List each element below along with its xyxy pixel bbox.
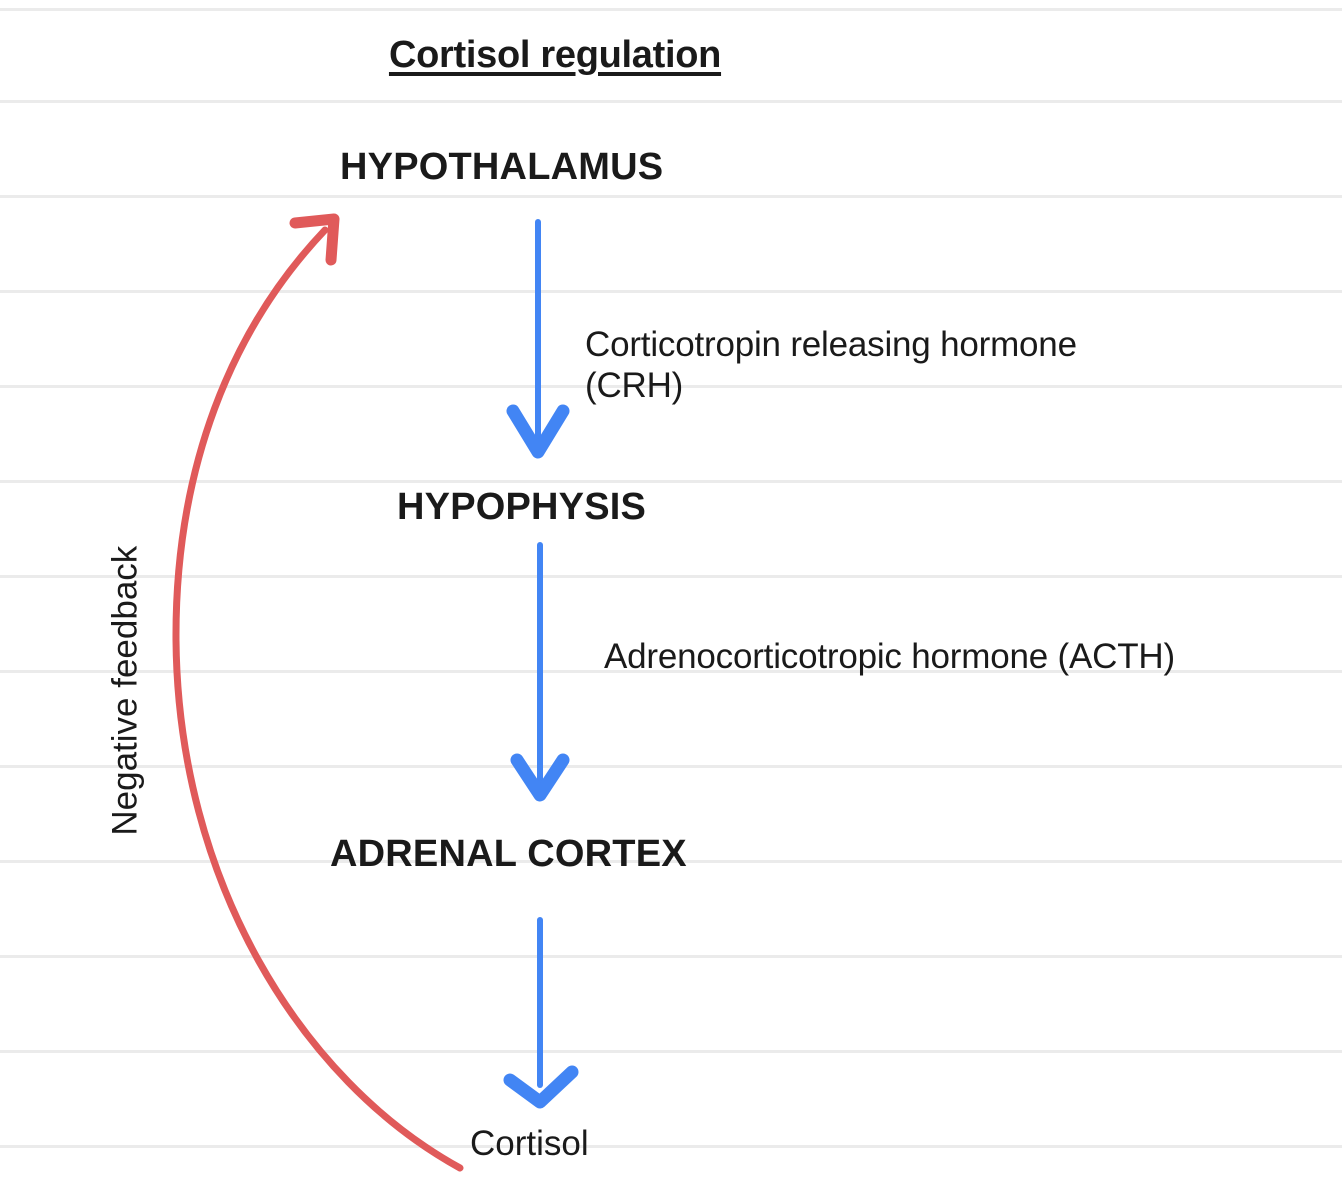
edge-label-acth: Adrenocorticotropic hormone (ACTH) [604,637,1175,676]
edge-label-crh-line1: Corticotropin releasing hormone [585,325,1077,364]
node-label-adrenal-cortex: ADRENAL CORTEX [330,833,687,875]
node-label-hypothalamus: HYPOTHALAMUS [340,146,664,188]
node-label-cortisol: Cortisol [470,1124,589,1163]
arrow-cortisol-release [503,917,579,1109]
arrow-negative-feedback [172,213,464,1172]
edge-label-crh-line2: (CRH) [585,366,684,406]
edge-label-crh: Corticotropin releasing hormone(CRH) [585,324,1245,407]
arrow-acth [510,542,570,802]
page-title: Cortisol regulation [388,34,722,76]
edge-label-negative-feedback: Negative feedback [105,545,145,836]
arrow-crh [506,219,570,459]
node-label-hypophysis: HYPOPHYSIS [397,486,647,528]
